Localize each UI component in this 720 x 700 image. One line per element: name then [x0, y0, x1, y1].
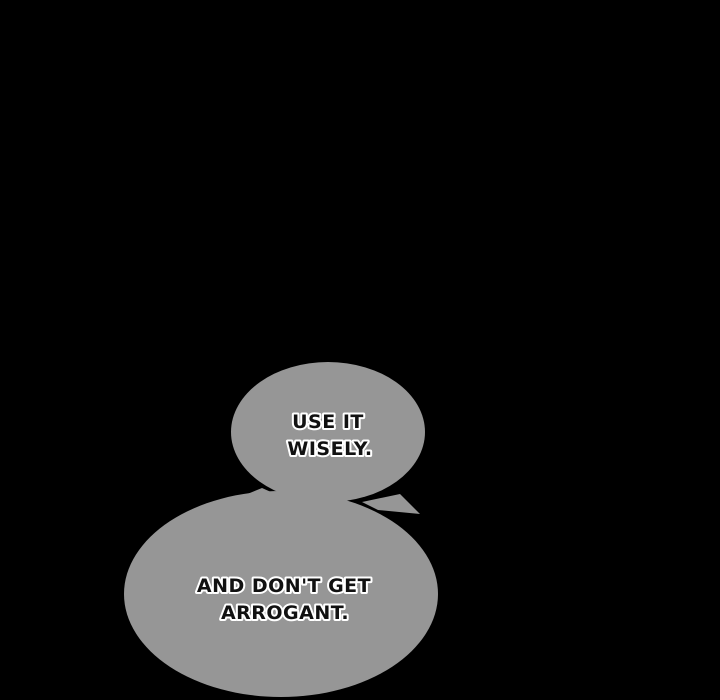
- speech-bubble-bottom: [124, 491, 438, 697]
- speech-bubble-top: [231, 362, 425, 514]
- bubble-bottom-line-1: AND DON'T GET: [197, 575, 371, 597]
- bubble-top-line-1: USE IT: [292, 411, 364, 433]
- bubble-bottom-line-2: ARROGANT.: [221, 602, 349, 624]
- bubble-top-line-2: WISELY.: [287, 438, 372, 460]
